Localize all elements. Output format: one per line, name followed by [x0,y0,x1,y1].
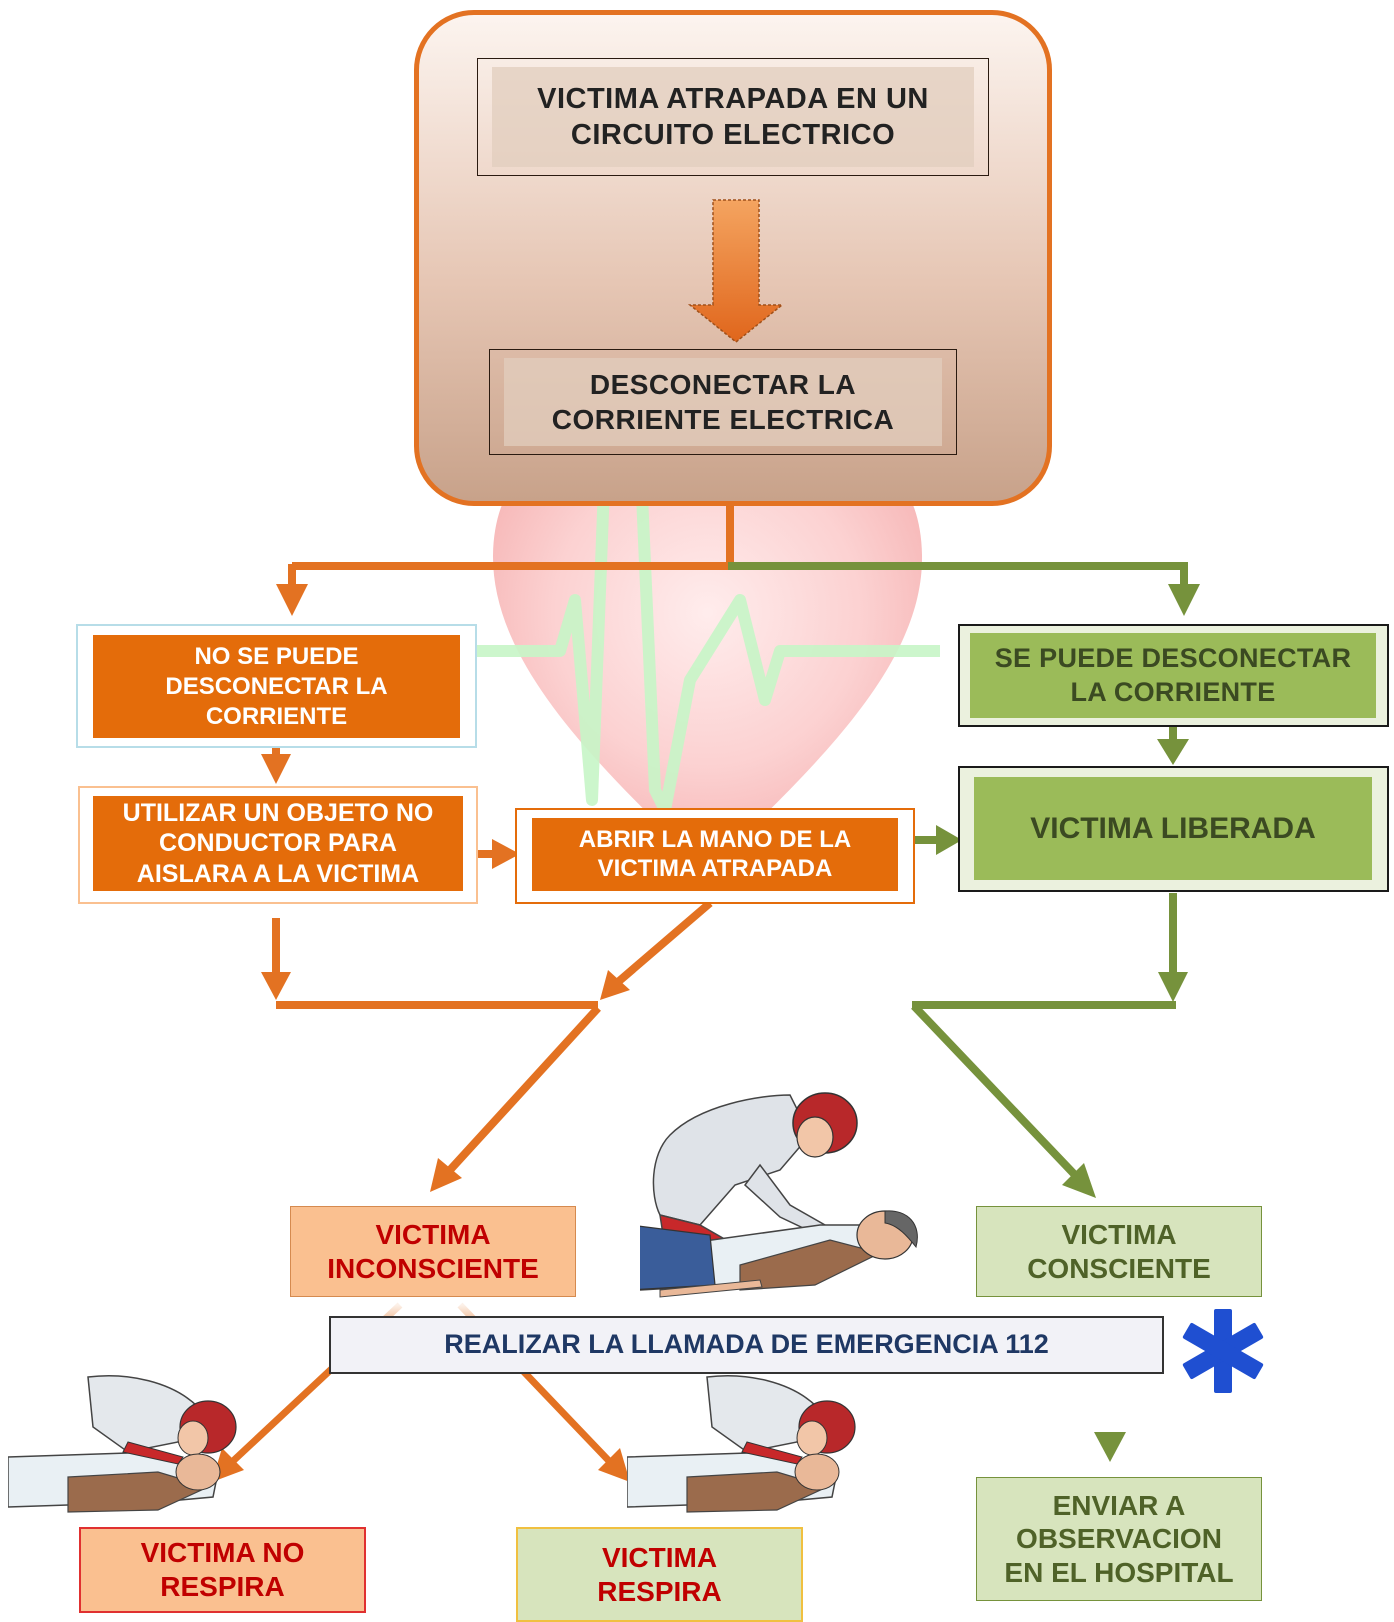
hospital-box: ENVIAR A OBSERVACION EN EL HOSPITAL [976,1477,1262,1601]
cannot-disconnect-box: NO SE PUEDE DESCONECTAR LA CORRIENTE [93,635,460,738]
not-breathing-box: VICTIMA NO RESPIRA [79,1527,366,1613]
cpr-illustration-right [627,1375,856,1513]
can-disconnect-box: SE PUEDE DESCONECTAR LA CORRIENTE [970,633,1376,718]
unconscious-box: VICTIMA INCONSCIENTE [290,1206,576,1297]
freed-box: VICTIMA LIBERADA [974,777,1372,880]
disconnect-box: DESCONECTAR LA CORRIENTE ELECTRICA [489,349,957,455]
trapped-box: VICTIMA ATRAPADA EN UN CIRCUITO ELECTRIC… [477,58,989,176]
open-hand-box: ABRIR LA MANO DE LA VICTIMA ATRAPADA [532,818,898,891]
breathing-box: VICTIMA RESPIRA [516,1527,803,1622]
insulate-box: UTILIZAR UN OBJETO NO CONDUCTOR PARA AIS… [93,796,463,891]
emergency-call-box: REALIZAR LA LLAMADA DE EMERGENCIA 112 [329,1316,1164,1374]
conscious-box: VICTIMA CONSCIENTE [976,1206,1262,1297]
star-of-life-icon [1182,1309,1264,1393]
top-down-arrow [687,199,785,343]
trapped-label: VICTIMA ATRAPADA EN UN CIRCUITO ELECTRIC… [492,67,974,167]
disconnect-label: DESCONECTAR LA CORRIENTE ELECTRICA [504,358,942,446]
cpr-illustration [640,1092,918,1298]
cpr-illustration-left [8,1375,237,1513]
